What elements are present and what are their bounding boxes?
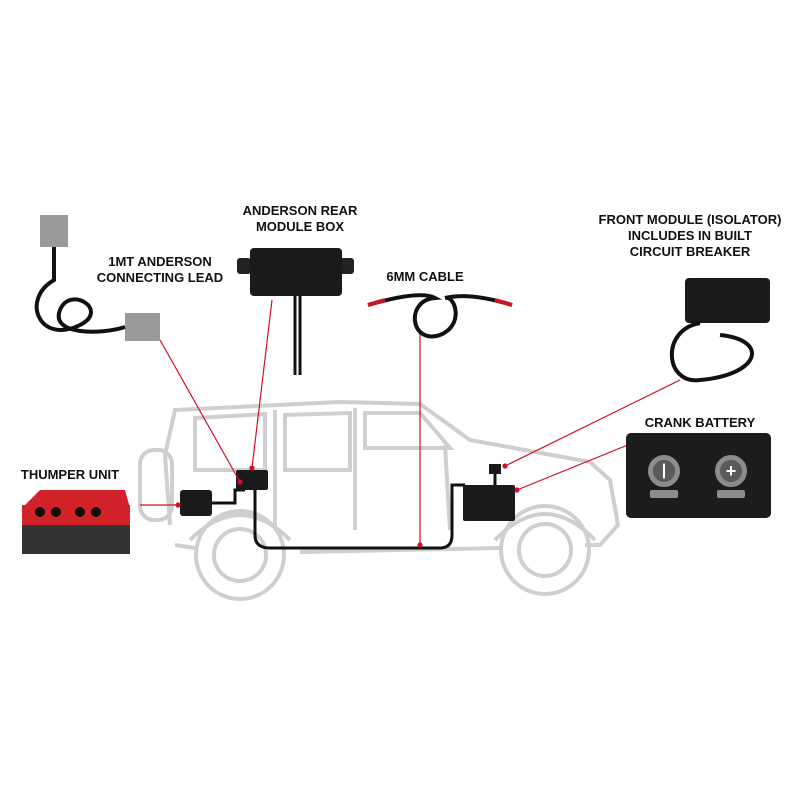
thumper-label: THUMPER UNIT [20, 467, 120, 482]
rear-module-image [237, 248, 354, 375]
pointer-lines [140, 299, 681, 548]
anderson-lead-label: 1MT ANDERSON CONNECTING LEAD [90, 254, 230, 286]
cable-label: 6MM CABLE [386, 269, 464, 284]
label-line: MODULE BOX [255, 219, 345, 234]
thumper-unit-image [22, 490, 130, 554]
car-front-module [489, 464, 501, 474]
rear-module-label: ANDERSON REAR MODULE BOX [220, 203, 380, 235]
car-thumper-box [180, 490, 212, 516]
front-module-image [669, 278, 770, 383]
label-line: CIRCUIT BREAKER [629, 244, 751, 259]
label-line: CONNECTING LEAD [96, 270, 224, 285]
car-rear-module [236, 470, 268, 490]
positive-terminal-icon: + [715, 455, 747, 487]
terminal-clamp [650, 490, 678, 498]
cable-image [367, 293, 513, 339]
crank-battery-panel: | + [626, 433, 771, 518]
jeep-outline [138, 399, 621, 601]
car-battery [463, 485, 515, 521]
anderson-lead-image [34, 215, 160, 341]
negative-terminal-icon: | [648, 455, 680, 487]
label-line: ANDERSON REAR [242, 203, 358, 218]
label-line: FRONT MODULE (ISOLATOR) [598, 212, 782, 227]
label-line: 1MT ANDERSON [108, 254, 212, 269]
terminal-clamp [717, 490, 745, 498]
front-module-label: FRONT MODULE (ISOLATOR) INCLUDES IN BUIL… [580, 212, 800, 260]
label-line: INCLUDES IN BUILT [628, 228, 752, 243]
crank-battery-label: CRANK BATTERY [644, 415, 756, 430]
